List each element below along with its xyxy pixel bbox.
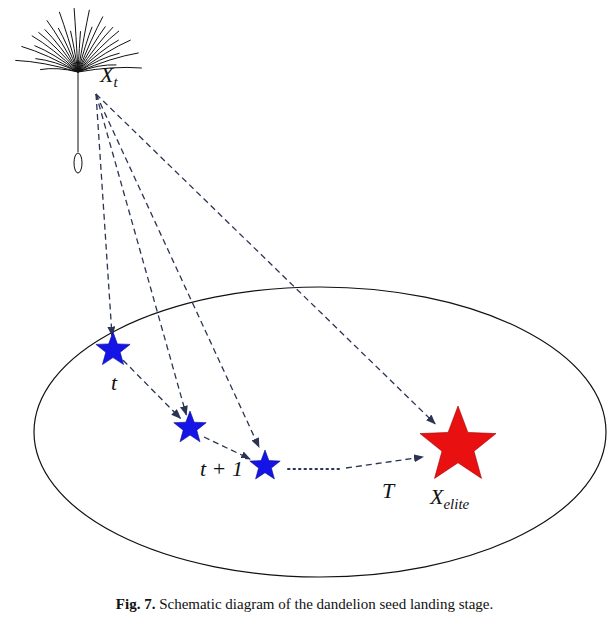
dashed-arrow	[96, 94, 112, 336]
search-star: t	[95, 332, 131, 368]
search-star: t + 1	[173, 411, 207, 445]
seed-to-step-line	[96, 94, 259, 447]
dashed-arrow	[96, 94, 186, 415]
ellipsis-dots	[288, 468, 340, 470]
dandelion-seed	[15, 8, 142, 173]
dashed-arrow	[123, 360, 180, 418]
step-line	[204, 437, 250, 459]
seed-position: Xt	[0, 0, 1, 1]
star-shape	[95, 332, 131, 368]
position-label: Xt	[100, 64, 118, 90]
elite-star: Xelite	[418, 406, 498, 486]
step-label: t + 1	[198, 458, 245, 480]
dashed-arrow	[96, 94, 435, 424]
landing-region	[34, 287, 606, 577]
search-star	[250, 450, 280, 479]
figure-caption: Fig. 7. Schematic diagram of the dandeli…	[0, 596, 609, 613]
star-shape	[418, 406, 498, 486]
step-count-label: T	[382, 480, 394, 502]
step-label: t	[109, 372, 119, 394]
step-line	[346, 457, 423, 468]
star-shape	[173, 411, 207, 445]
step-label: Xelite	[428, 486, 471, 512]
